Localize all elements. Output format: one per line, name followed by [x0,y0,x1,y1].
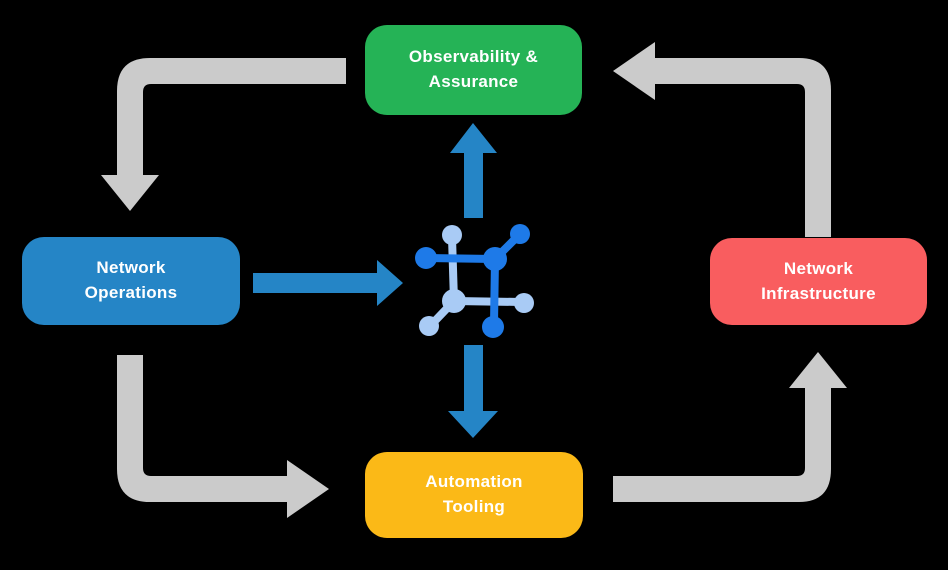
node-network-operations: Network Operations [22,237,240,325]
flow-arrow-operations-to-hub [253,260,403,306]
node-observability-assurance: Observability & Assurance [365,25,582,115]
flow-arrow-hub-to-observability [450,123,497,218]
node-network-operations-label: Network Operations [84,258,178,302]
node-automation-tooling-label: Automation Tooling [425,472,523,516]
cycle-arrow-observability-to-operations [101,58,346,211]
node-observability-assurance-label: Observability & Assurance [408,47,539,91]
cycle-arrow-infrastructure-to-observability [613,42,831,237]
hub-icon-light-nodes [419,225,534,336]
network-automation-hub-icon [415,224,534,338]
node-automation-tooling: Automation Tooling [365,452,583,538]
cycle-arrow-automation-to-infrastructure [613,352,847,502]
node-network-infrastructure-label: Network Infrastructure [761,258,876,303]
hub-icon-dark-nodes [415,224,530,338]
node-network-infrastructure: Network Infrastructure [710,238,927,325]
flow-arrow-hub-to-automation [448,345,498,438]
cycle-arrow-operations-to-automation [117,355,329,518]
